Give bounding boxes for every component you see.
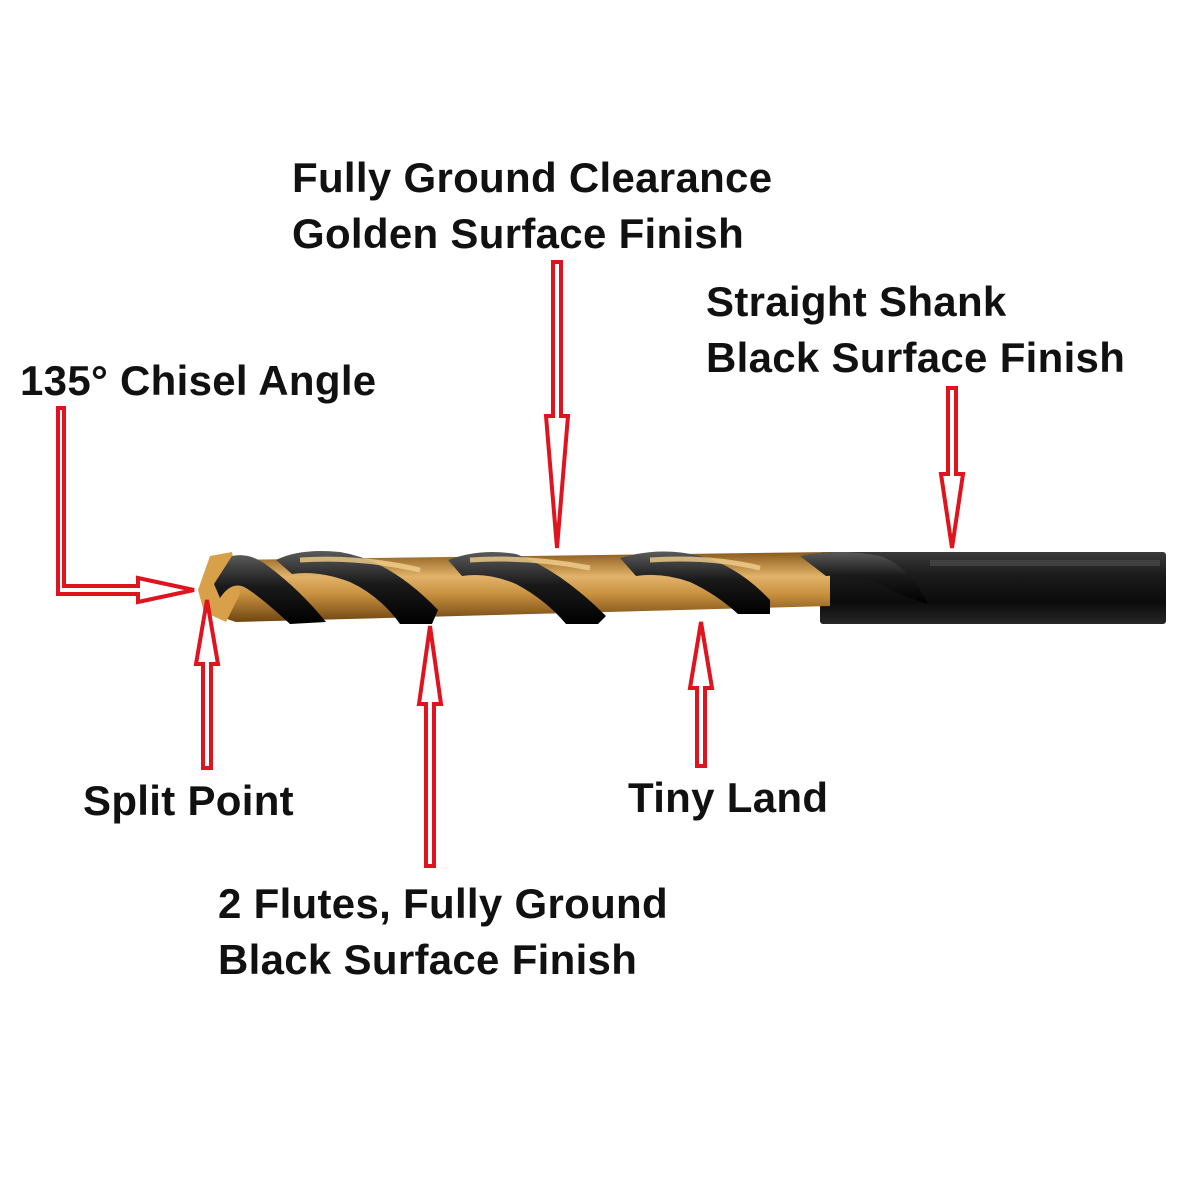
- clearance-label: Fully Ground Clearance Golden Surface Fi…: [292, 150, 772, 262]
- land-highlight: [649, 556, 761, 571]
- clearance-label-line1: Fully Ground Clearance: [292, 154, 773, 201]
- split-point-label-line1: Split Point: [83, 777, 294, 824]
- land-highlight: [469, 556, 591, 571]
- flutes-label-line1: 2 Flutes, Fully Ground: [218, 880, 668, 927]
- shank-highlight: [930, 560, 1160, 566]
- flute-groove: [800, 552, 928, 604]
- flute-groove: [448, 552, 606, 624]
- chisel-angle-label-line1: 135° Chisel Angle: [20, 357, 377, 404]
- flute-groove: [276, 551, 438, 624]
- arrow-up-icon: [193, 599, 221, 770]
- flutes-label-line2: Black Surface Finish: [218, 936, 638, 983]
- split-point-label: Split Point: [83, 773, 294, 829]
- arrow-down-icon: [543, 260, 571, 549]
- clearance-label-line2: Golden Surface Finish: [292, 210, 745, 257]
- flute-groove: [214, 555, 326, 624]
- tiny-land-label-line1: Tiny Land: [628, 774, 829, 821]
- tiny-land-label: Tiny Land: [628, 770, 828, 826]
- shank-label-line1: Straight Shank: [706, 278, 1007, 325]
- arrow-right-icon: [56, 406, 195, 605]
- flute-groove: [620, 551, 770, 614]
- arrow-up-icon: [687, 621, 715, 768]
- flutes-label: 2 Flutes, Fully Ground Black Surface Fin…: [218, 876, 668, 988]
- chisel-angle-label: 135° Chisel Angle: [20, 353, 376, 409]
- land-highlight: [299, 556, 421, 573]
- shank-label-line2: Black Surface Finish: [706, 334, 1126, 381]
- arrow-up-icon: [416, 625, 444, 868]
- arrow-down-icon: [938, 386, 966, 549]
- shank-label: Straight Shank Black Surface Finish: [706, 274, 1125, 386]
- shank: [820, 552, 1166, 624]
- drill-bit-illustration: [198, 551, 1166, 624]
